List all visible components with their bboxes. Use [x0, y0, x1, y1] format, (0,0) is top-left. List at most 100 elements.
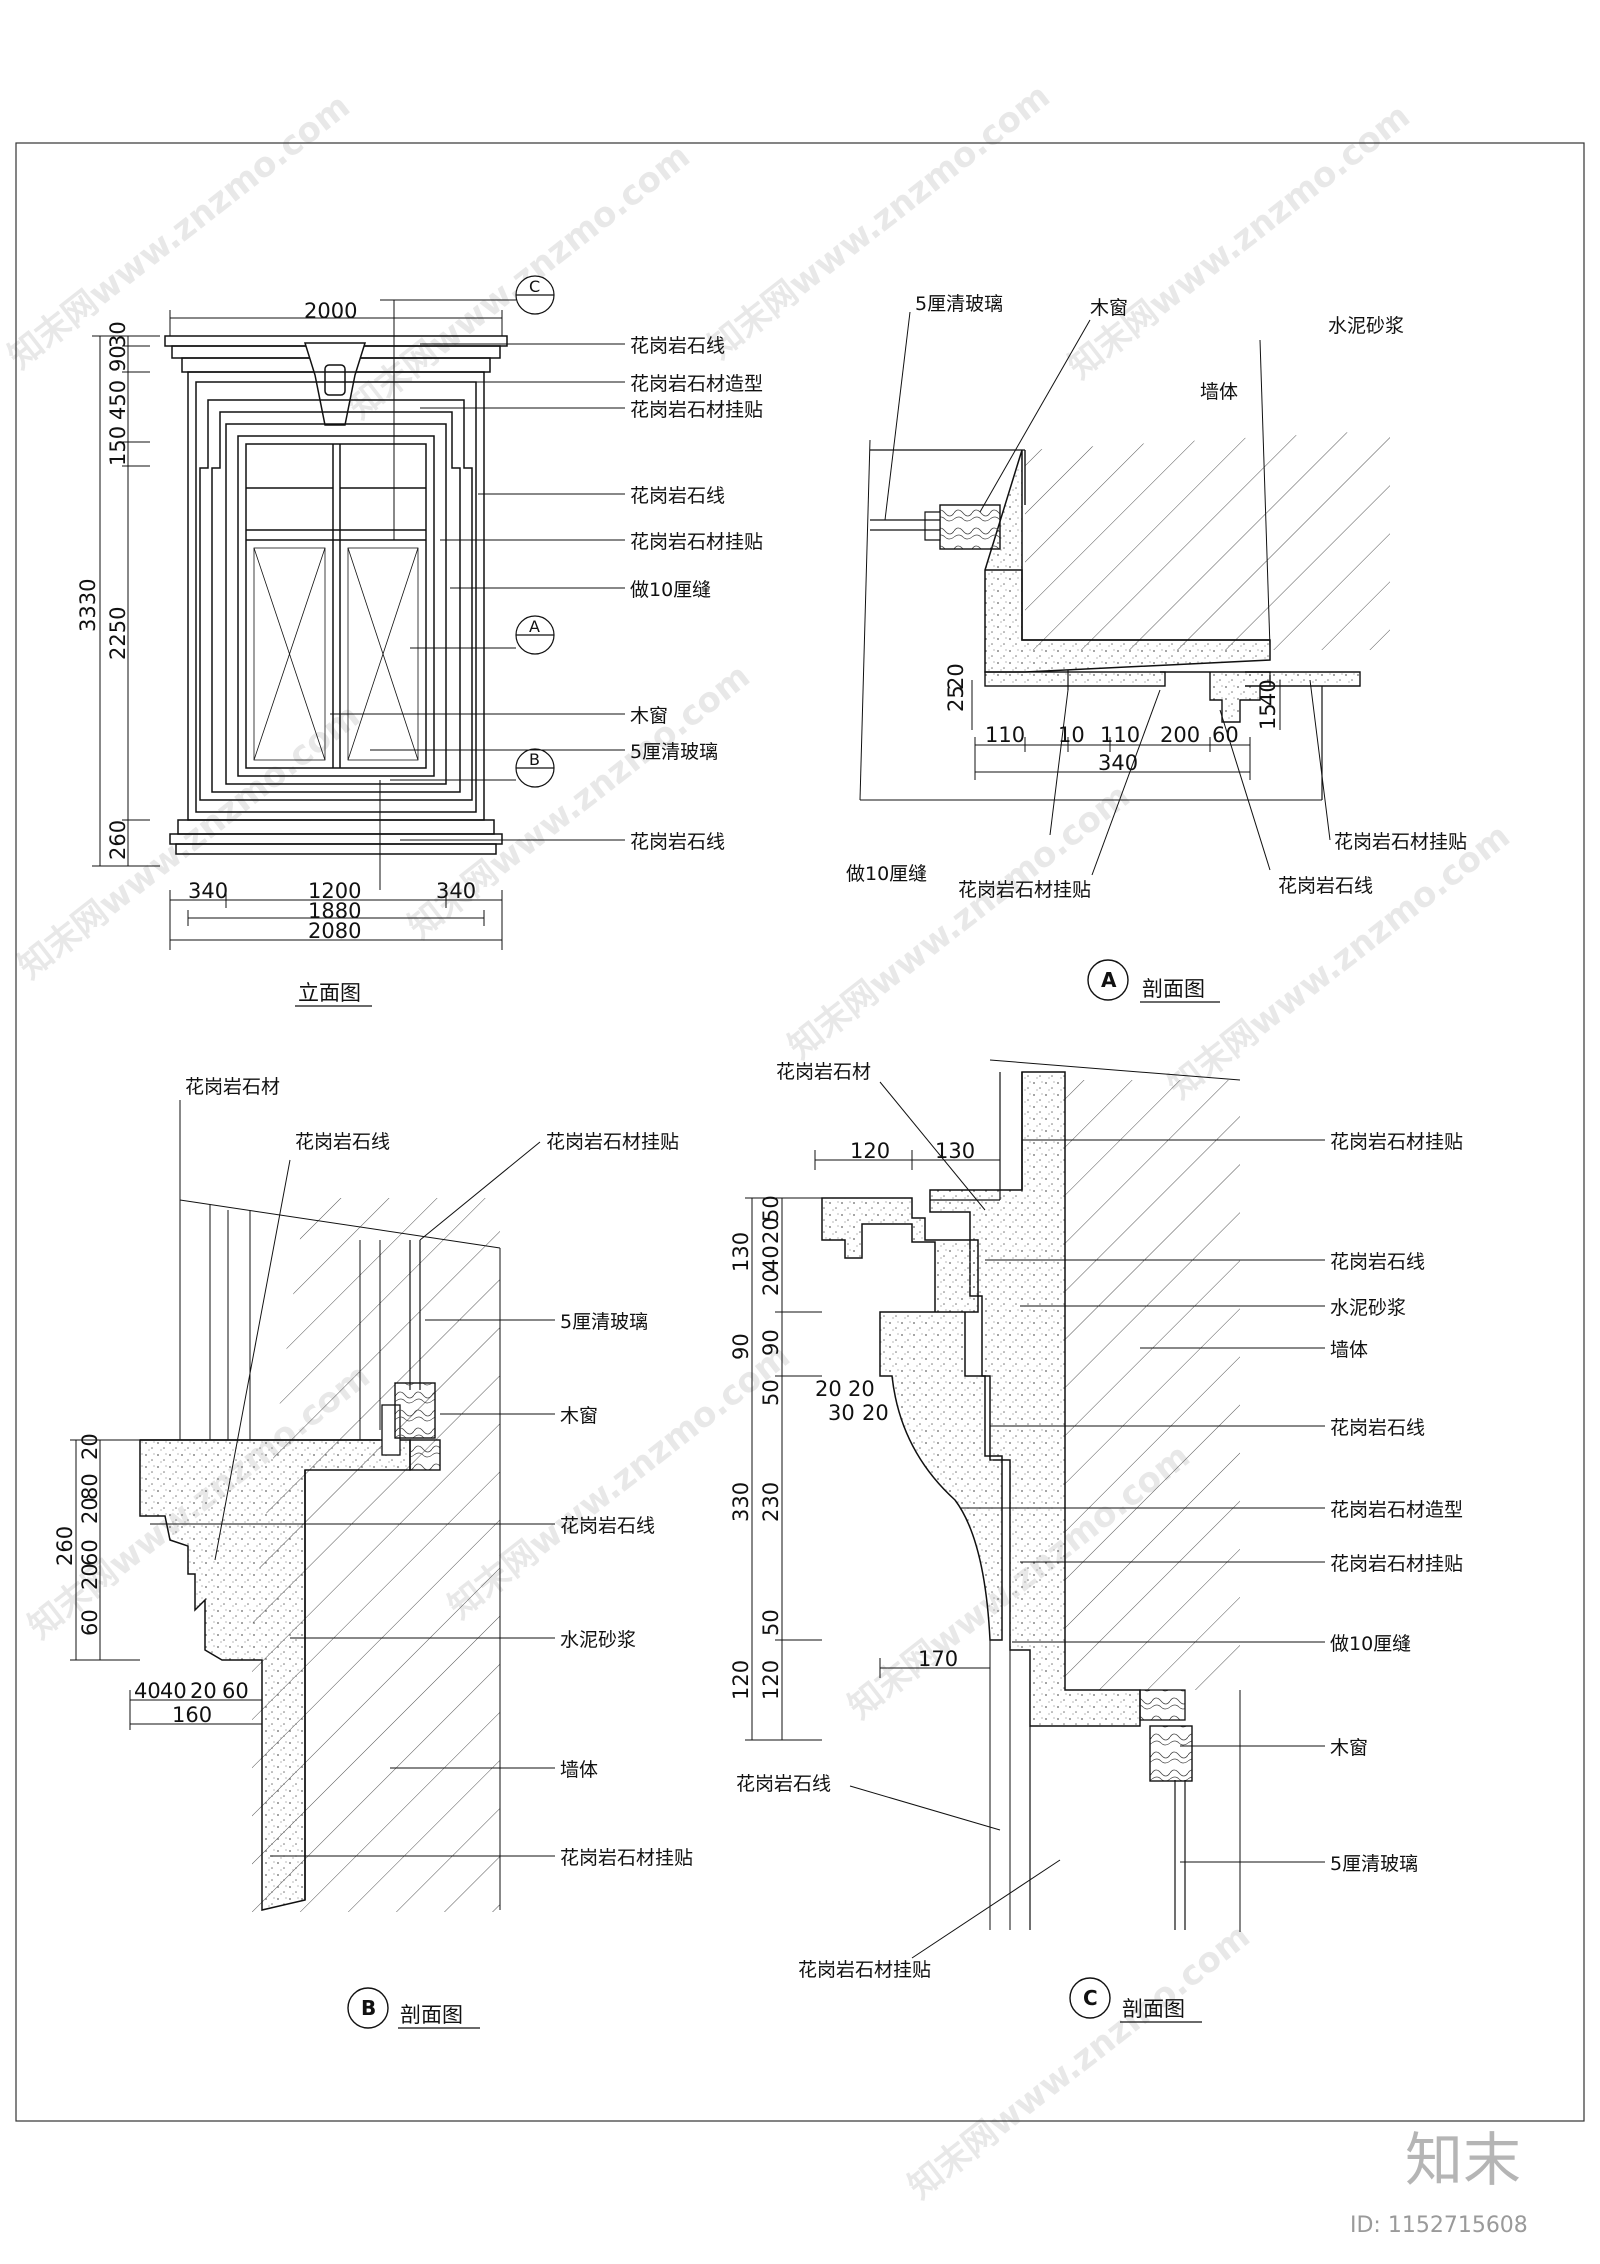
elevation-title: 立面图	[298, 981, 361, 1005]
sec-b-callout: 水泥砂浆	[560, 1629, 636, 1651]
elev-callout: 花岗岩石材挂贴	[630, 399, 763, 421]
dim-bottom-part: 1200	[308, 879, 361, 903]
sec-c-callout: 花岗岩石材	[776, 1061, 871, 1083]
section-b-drawing	[139, 1100, 501, 1912]
sec-a-callout: 5厘清玻璃	[915, 293, 1003, 315]
sec-c-callout: 花岗岩石材挂贴	[1330, 1553, 1463, 1575]
sec-c-callout: 花岗岩石线	[1330, 1417, 1425, 1439]
dim-left-part: 90	[106, 345, 130, 372]
watermark-text: 知末网www.znzmo.com	[401, 656, 758, 947]
sec-b-callout: 花岗岩石线	[295, 1131, 390, 1153]
sec-a-dim-vert: 40	[1256, 679, 1280, 706]
sec-b-callout: 花岗岩石材挂贴	[560, 1847, 693, 1869]
sec-c-dim-vert: 90	[729, 1333, 753, 1360]
section-b-title: 剖面图	[400, 2003, 463, 2027]
sec-c-dim-inner: 50	[759, 1195, 783, 1222]
sec-c-callout: 墙体	[1330, 1339, 1368, 1361]
sec-a-callout: 木窗	[1090, 297, 1128, 319]
dim-bottom-part: 340	[188, 879, 228, 903]
sec-b-dim-vert: 20	[78, 1433, 102, 1460]
elev-callout: 花岗岩石线	[630, 485, 725, 507]
section-marks	[515, 275, 555, 788]
sec-b-dim-vert: 60	[78, 1539, 102, 1566]
elev-callout: 花岗岩石线	[630, 831, 725, 853]
watermark-text: 知末网www.znzmo.com	[781, 776, 1138, 1067]
sec-c-dim-vert: 120	[729, 1660, 753, 1700]
section-c-leaders	[849, 1081, 1325, 1959]
section-a-drawing	[859, 430, 1390, 801]
sec-c-dim-top: 120	[850, 1139, 890, 1163]
dim-left-part: 30	[106, 321, 130, 348]
sec-c-dim-inner: 20	[759, 1269, 783, 1296]
section-c-dims	[745, 1150, 1001, 1741]
sec-b-dim-horiz: 40	[160, 1679, 187, 1703]
elevation-drawing	[164, 335, 508, 855]
section-b-letter: B	[361, 1996, 376, 2020]
sec-c-callout: 花岗岩石线	[1330, 1251, 1425, 1273]
sec-b-dim-horiz-total: 160	[172, 1703, 212, 1727]
sec-b-dim-vert: 80	[78, 1473, 102, 1500]
section-mark-a: A	[529, 617, 540, 636]
sec-a-callout: 水泥砂浆	[1328, 315, 1404, 337]
section-a-dims	[971, 680, 1281, 780]
elev-callout: 做10厘缝	[630, 579, 711, 601]
sec-c-dim-inner: 50	[759, 1609, 783, 1636]
section-a-title: 剖面图	[1142, 977, 1205, 1001]
sec-b-callout: 花岗岩石材	[185, 1076, 280, 1098]
sec-b-callout: 5厘清玻璃	[560, 1311, 648, 1333]
watermark-layer: 知末网www.znzmo.com 知末网www.znzmo.com 知末网www…	[1, 76, 1518, 2207]
elev-callout: 花岗岩石线	[630, 335, 725, 357]
sec-c-dim-inner: 120	[759, 1660, 783, 1700]
sec-c-dim-small: 20	[815, 1377, 842, 1401]
watermark-text: 知末网www.znzmo.com	[701, 76, 1058, 367]
sec-c-callout: 木窗	[1330, 1737, 1368, 1759]
sec-c-callout: 花岗岩石材挂贴	[1330, 1131, 1463, 1153]
sec-c-callout: 5厘清玻璃	[1330, 1853, 1418, 1875]
elev-callout: 花岗岩石材造型	[630, 373, 763, 395]
sec-c-callout: 做10厘缝	[1330, 1633, 1411, 1655]
sec-b-dim-horiz: 40	[134, 1679, 161, 1703]
sec-c-dim-inner: 20	[759, 1217, 783, 1244]
sec-c-dim-top: 130	[935, 1139, 975, 1163]
section-b-leaders	[150, 1141, 555, 1857]
dim-bottom-mid: 1880	[308, 899, 361, 923]
dim-bottom-total: 2080	[308, 919, 361, 943]
section-a-leaders	[884, 311, 1331, 876]
sec-a-dim: 110	[1100, 723, 1140, 747]
sec-c-dim-small: 20	[848, 1377, 875, 1401]
sec-a-dim: 200	[1160, 723, 1200, 747]
sec-a-callout: 花岗岩石材挂贴	[958, 879, 1091, 901]
section-a-letter: A	[1101, 968, 1117, 992]
sec-c-dim-inner: 50	[759, 1379, 783, 1406]
sec-c-callout: 花岗岩石材造型	[1330, 1499, 1463, 1521]
sec-c-callout: 花岗岩石线	[736, 1773, 831, 1795]
sec-b-dim-vert: 60	[78, 1609, 102, 1636]
sec-b-dim-horiz: 60	[222, 1679, 249, 1703]
sec-c-dim-inner: 40	[759, 1245, 783, 1272]
section-b-dims	[70, 1439, 263, 1730]
elev-callout: 花岗岩石材挂贴	[630, 531, 763, 553]
sec-c-callout: 花岗岩石材挂贴	[798, 1959, 931, 1981]
sec-c-dim-inner: 90	[759, 1329, 783, 1356]
sec-b-callout: 花岗岩石线	[560, 1515, 655, 1537]
watermark-text: 知末网www.znzmo.com	[1, 86, 358, 377]
sec-c-dim-small: 30	[828, 1401, 855, 1425]
sec-a-dim: 110	[985, 723, 1025, 747]
sec-b-callout: 木窗	[560, 1405, 598, 1427]
watermark-text: 知末网www.znzmo.com	[11, 696, 368, 987]
sec-a-callout: 墙体	[1200, 381, 1238, 403]
sec-c-dim-bottom: 170	[918, 1647, 958, 1671]
dim-bottom-part: 340	[436, 879, 476, 903]
sec-a-callout: 花岗岩石线	[1278, 875, 1373, 897]
sec-b-callout: 花岗岩石材挂贴	[546, 1131, 679, 1153]
dim-left-part: 150	[106, 426, 130, 466]
image-id-label: ID: 1152715608	[1350, 2213, 1528, 2238]
dim-left-part: 2250	[106, 607, 130, 660]
section-mark-b: B	[529, 750, 540, 769]
sec-a-dim-total: 340	[1098, 751, 1138, 775]
watermark-text: 知末网www.znzmo.com	[1161, 816, 1518, 1107]
sec-c-dim-vert: 330	[729, 1482, 753, 1522]
sec-b-dim-horiz: 20	[190, 1679, 217, 1703]
elev-callout: 木窗	[630, 705, 668, 727]
sec-b-dim-vert: 20	[78, 1497, 102, 1524]
